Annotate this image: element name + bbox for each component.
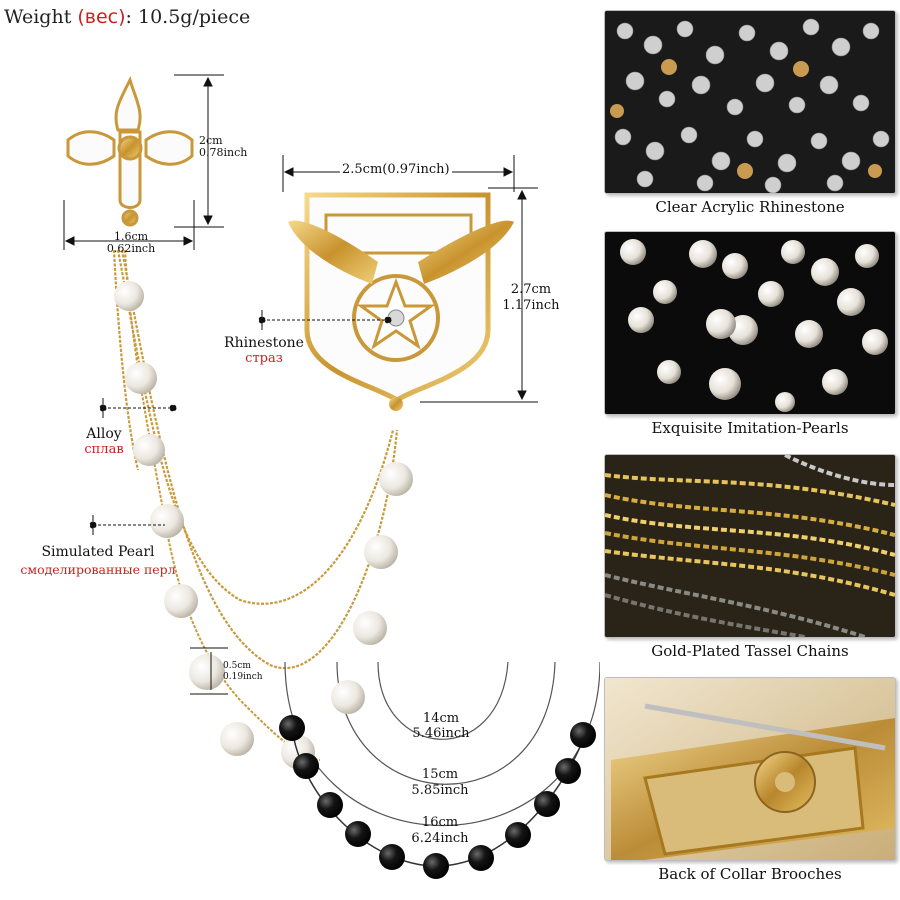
rhinestone-callout: Rhinestone страз [214,335,314,367]
cross-width-cm: 1.6cm [113,230,149,243]
pearl-label: Simulated Pearl [41,544,155,560]
weight-value: : 10.5g/piece [125,6,251,28]
chains-photo [604,454,896,638]
rhinestone-label: Rhinestone [224,335,304,351]
rhinestone-caption: Clear Acrylic Rhinestone [655,198,845,216]
brooch-illustration [63,74,600,879]
shield-width-label: 2.5cm(0.97inch) [340,162,452,177]
callout-leaders [89,310,392,535]
chain-length-1-cm: 14cm [422,711,460,726]
weight-prefix: Weight [4,6,78,28]
chain-length-3-inch: 6.24inch [411,831,469,846]
dimension-lines [63,74,538,695]
chains-caption: Gold-Plated Tassel Chains [651,642,849,660]
shield-height-cm: 2.7cm [510,282,552,297]
chain-length-1-inch: 5.46inch [412,726,470,741]
chains-image [605,455,895,637]
shield-height-label: 2.7cm 1.17inch [495,282,567,314]
cross-width-label: 1.6cm 0.62inch [96,231,166,255]
pearl-callout: Simulated Pearl смоделированные перл [0,543,196,579]
rhinestone-image [605,11,895,193]
chain-length-1: 14cm 5.46inch [405,711,477,741]
pearl-label-ru: смоделированные перл [20,562,176,577]
cross-height-cm: 2cm [199,134,223,147]
rhinestone-label-ru: страз [245,351,283,366]
black-bead-strand [279,715,596,879]
pearls-image [605,232,895,414]
chain-length-3-cm: 16cm [421,815,459,830]
brooch-back-image [605,678,895,860]
pearls-photo [604,231,896,415]
cross-width-inch: 0.62inch [106,242,156,255]
cross-height-inch: 0.78inch [199,146,248,159]
chain-length-2-inch: 5.85inch [411,783,469,798]
brooch-back-caption: Back of Collar Brooches [658,865,842,883]
pearls-caption: Exquisite Imitation-Pearls [651,419,849,437]
pearl-size-label: 0.5cm 0.19inch [223,661,263,683]
pearl-size-inch: 0.19inch [223,672,263,682]
cross-height-label: 2cm 0.78inch [199,135,247,159]
cross-brooch [66,75,194,227]
rhinestone-photo [604,10,896,194]
chain-length-2-cm: 15cm [421,767,459,782]
shield-brooch [288,192,514,411]
alloy-label: Alloy [86,426,122,442]
pearl-size-cm: 0.5cm [223,661,251,671]
brooch-back-photo [604,677,896,861]
shield-height-inch: 1.17inch [502,298,560,313]
chain-length-3: 16cm 6.24inch [402,815,478,847]
alloy-callout: Alloy сплав [72,426,136,458]
chain-length-2: 15cm 5.85inch [402,767,478,799]
weight-russian: (вес) [77,6,126,28]
weight-label: Weight (вес): 10.5g/piece [4,6,250,28]
alloy-label-ru: сплав [84,442,124,457]
